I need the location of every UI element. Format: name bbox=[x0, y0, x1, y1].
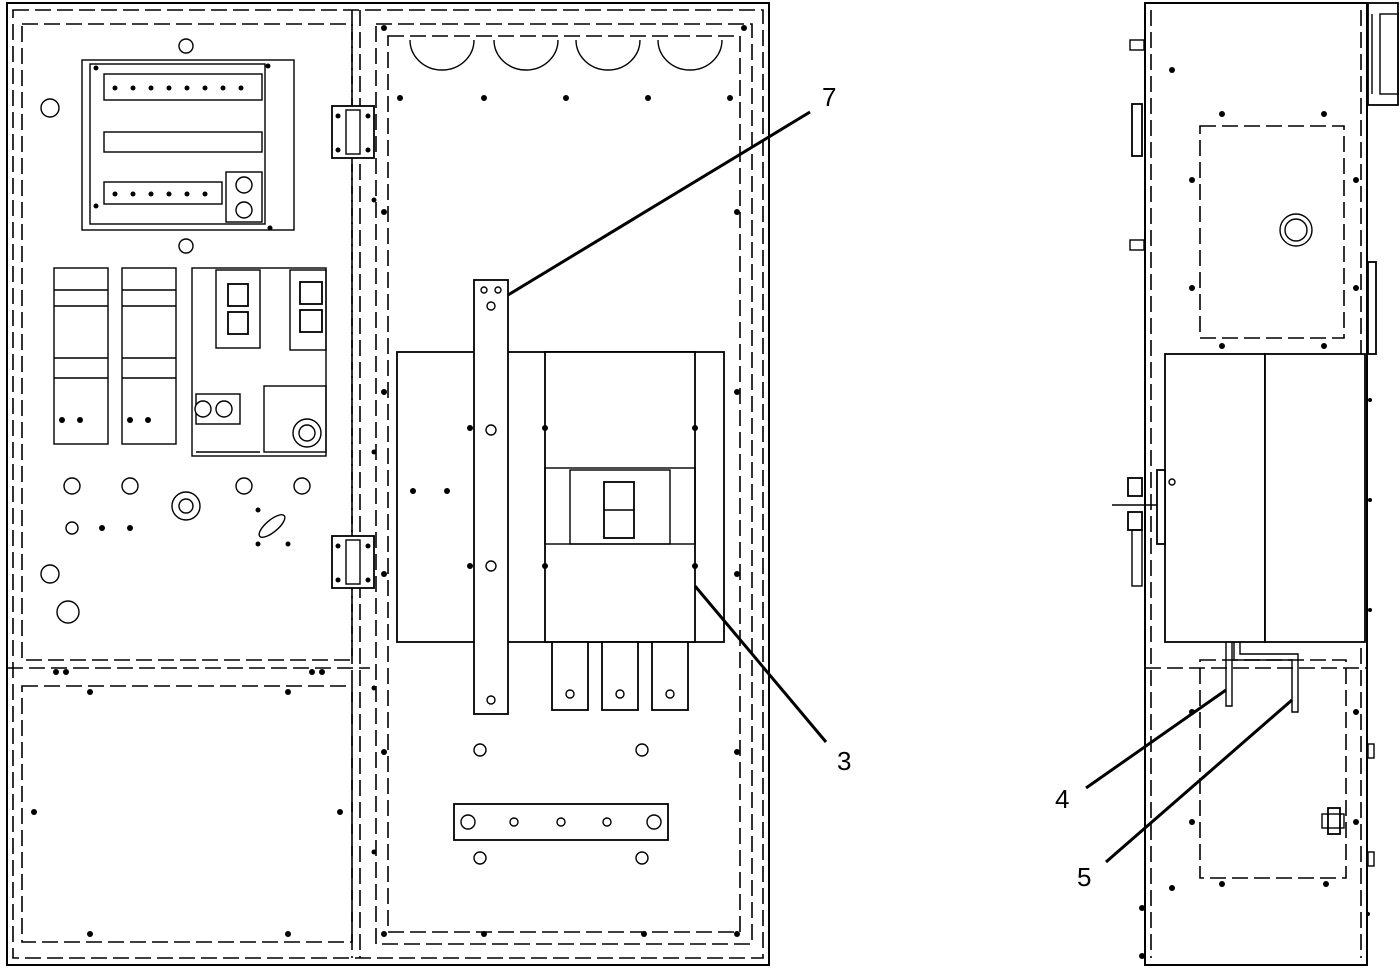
main-circuit-breaker bbox=[396, 351, 725, 711]
door-hinge-top bbox=[331, 105, 375, 159]
side-breaker-body bbox=[1112, 353, 1372, 643]
side-upper-cover bbox=[1199, 125, 1345, 339]
front-cabinet-outline bbox=[6, 2, 770, 966]
side-cabinet-outline bbox=[1144, 2, 1368, 966]
leader-line-4 bbox=[1085, 688, 1227, 790]
breaker-compartment bbox=[375, 23, 753, 945]
control-door bbox=[21, 23, 353, 661]
conduit-knockouts bbox=[397, 39, 733, 101]
relay-modules bbox=[53, 267, 177, 445]
leader-line-3 bbox=[693, 585, 828, 743]
front-view: 7 3 bbox=[6, 2, 851, 966]
callout-3: 3 bbox=[837, 746, 851, 776]
callout-5: 5 bbox=[1077, 862, 1091, 892]
frame-screws bbox=[371, 25, 747, 937]
vertical-bus-bar bbox=[473, 279, 509, 715]
door-hinge-bottom bbox=[331, 535, 375, 589]
ground-bar bbox=[453, 743, 669, 865]
terminal-board bbox=[81, 38, 295, 254]
leader-line-5 bbox=[1105, 698, 1293, 864]
side-view: 4 5 bbox=[1055, 2, 1399, 966]
callout-7: 7 bbox=[822, 82, 836, 112]
leader-line-7 bbox=[507, 110, 811, 297]
side-lower-cover bbox=[1199, 659, 1347, 879]
door-devices bbox=[40, 98, 311, 624]
lower-cover bbox=[21, 685, 353, 943]
controller-modules bbox=[191, 267, 327, 457]
cable-conductors bbox=[1225, 642, 1299, 713]
callout-4: 4 bbox=[1055, 784, 1069, 814]
